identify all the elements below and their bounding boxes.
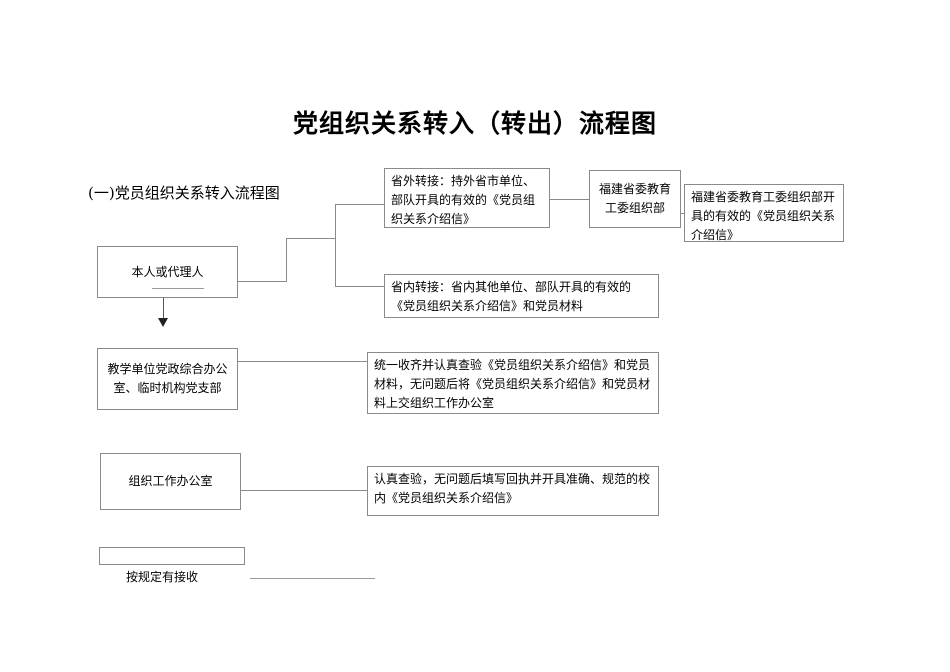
node-in-province[interactable]: 省内转接：省内其他单位、部队开具的有效的《党员组织关系介绍信》和党员材料: [384, 274, 659, 318]
connector-applicant-riser-1: [286, 238, 287, 282]
final-caption-underline: [250, 578, 375, 579]
node-provincial-committee[interactable]: 福建省委教育工委组织部: [589, 170, 681, 228]
applicant-underline: [152, 288, 204, 289]
node-provincial-letter[interactable]: 福建省委教育工委组织部开具的有效的《党员组织关系介绍信》: [684, 184, 844, 242]
node-org-office[interactable]: 组织工作办公室: [100, 453, 241, 510]
connector-applicant-mid: [286, 238, 335, 239]
connector-applicant-right: [238, 281, 286, 282]
node-applicant[interactable]: 本人或代理人: [97, 246, 238, 298]
connector-to-in-province: [335, 286, 384, 287]
connector-to-out-of-province: [335, 204, 384, 205]
node-out-of-province[interactable]: 省外转接：持外省市单位、部队开具的有效的《党员组织关系介绍信》: [384, 168, 550, 228]
connector-branch-trunk: [335, 204, 336, 286]
connector-out-of-province-to-committee: [550, 199, 589, 200]
node-final-box[interactable]: [99, 547, 245, 565]
connector-committee-to-letter: [681, 213, 684, 214]
connector-org-office-to-desc: [241, 490, 367, 491]
page-title: 党组织关系转入（转出）流程图: [292, 109, 657, 138]
node-teaching-unit[interactable]: 教学单位党政综合办公室、临时机构党支部: [97, 348, 238, 410]
connector-applicant-down: [163, 298, 164, 320]
final-caption: 按规定有接收: [126, 570, 199, 584]
arrow-down-icon: [158, 318, 168, 327]
section-subtitle: (一)党员组织关系转入流程图: [88, 184, 280, 202]
node-org-office-desc[interactable]: 认真查验，无问题后填写回执并开具准确、规范的校内《党员组织关系介绍信》: [367, 466, 659, 516]
node-teaching-unit-desc[interactable]: 统一收齐并认真查验《党员组织关系介绍信》和党员材料，无问题后将《党员组织关系介绍…: [367, 352, 659, 414]
connector-teaching-unit-to-desc: [238, 361, 367, 362]
